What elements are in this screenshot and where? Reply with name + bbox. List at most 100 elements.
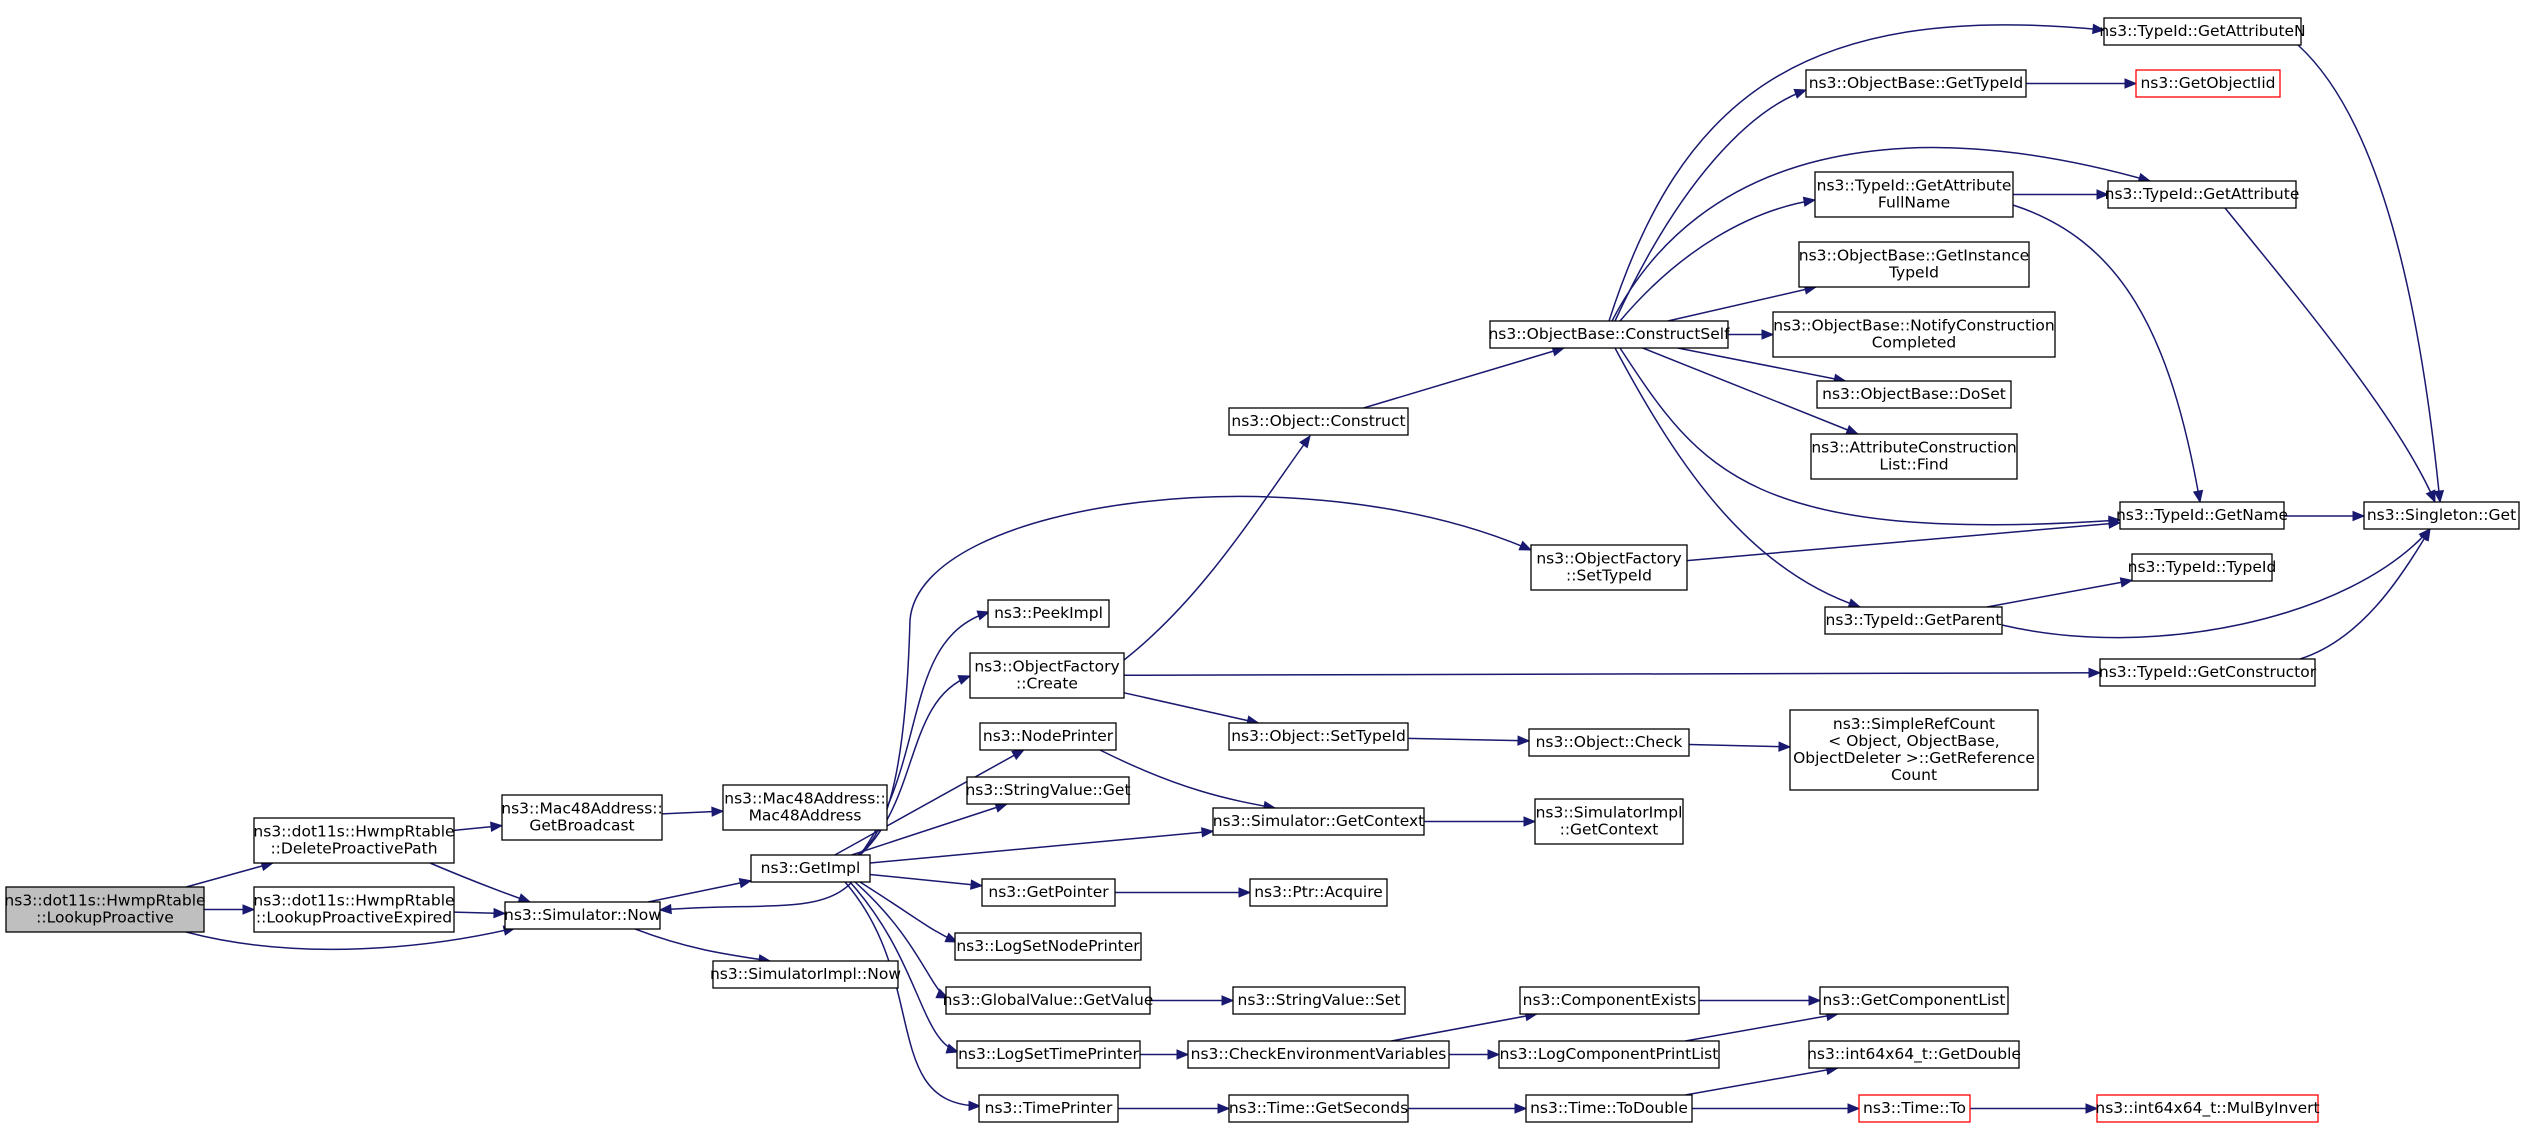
- node-label-line: ns3::Mac48Address::: [724, 790, 886, 808]
- edge-arrowhead: [1761, 329, 1775, 340]
- node-i64getdouble[interactable]: ns3::int64x64_t::GetDouble: [1807, 1040, 2021, 1069]
- node-label-line: ns3::int64x64_t::MulByInvert: [2095, 1099, 2319, 1118]
- node-label-line: FullName: [1878, 194, 1950, 212]
- node-label-line: ns3::GetComponentList: [1823, 991, 2006, 1009]
- node-obdoset[interactable]: ns3::ObjectBase::DoSet: [1816, 380, 2012, 409]
- node-label-line: ns3::LogSetTimePrinter: [958, 1045, 1139, 1063]
- node-box: [1824, 606, 2003, 635]
- node-label-line: ns3::int64x64_t::GetDouble: [1807, 1045, 2021, 1064]
- node-box: [1810, 433, 2018, 480]
- node-label-line: ns3::NodePrinter: [983, 727, 1114, 745]
- edge-line: [2001, 528, 2431, 639]
- edge-arrowhead: [2096, 189, 2110, 200]
- node-tidgetparent[interactable]: ns3::TypeId::GetParent: [1824, 606, 2003, 635]
- edge-arrowhead: [658, 903, 672, 915]
- edge-getimpl-to-timeprinter: [844, 881, 982, 1112]
- node-i64mulinv[interactable]: ns3::int64x64_t::MulByInvert: [2095, 1094, 2320, 1123]
- node-obcconstruct[interactable]: ns3::ObjectBase::ConstructSelf: [1488, 320, 1730, 349]
- node-label-line: ns3::TypeId::GetAttribute: [2105, 185, 2300, 203]
- node-simimplctx[interactable]: ns3::SimulatorImpl::GetContext: [1534, 798, 1684, 845]
- node-label-line: ns3::TypeId::GetConstructor: [2099, 663, 2317, 681]
- node-objcheck[interactable]: ns3::Object::Check: [1528, 728, 1690, 757]
- edge-objsettypeid-to-objcheck: [1407, 735, 1531, 746]
- edge-line: [185, 862, 274, 888]
- node-peekimpl[interactable]: ns3::PeekImpl: [987, 599, 1110, 628]
- edge-getimpl-to-simgetctx: [869, 827, 1215, 864]
- node-label-line: ns3::PeekImpl: [994, 604, 1103, 622]
- node-objsettypeid[interactable]: ns3::Object::SetTypeId: [1228, 722, 1409, 751]
- node-svset[interactable]: ns3::StringValue::Set: [1232, 986, 1406, 1015]
- node-tidgetattrn[interactable]: ns3::TypeId::GetAttributeN: [2099, 17, 2306, 46]
- node-timeprinter[interactable]: ns3::TimePrinter: [978, 1094, 1119, 1123]
- node-label-line: ns3::ObjectFactory: [1536, 550, 1681, 568]
- node-simimplnow[interactable]: ns3::SimulatorImpl::Now: [710, 960, 901, 989]
- node-obnotify[interactable]: ns3::ObjectBase::NotifyConstructionCompl…: [1772, 311, 2056, 358]
- node-box: [2131, 553, 2273, 582]
- node-timeto[interactable]: ns3::Time::To: [1858, 1094, 1971, 1123]
- node-label-line: ns3::TimePrinter: [985, 1099, 1113, 1117]
- node-checkenv[interactable]: ns3::CheckEnvironmentVariables: [1187, 1040, 1450, 1069]
- node-getbc[interactable]: ns3::Mac48Address::GetBroadcast: [501, 794, 663, 841]
- node-getimpl[interactable]: ns3::GetImpl: [750, 854, 871, 883]
- node-box: [978, 1094, 1119, 1123]
- node-gvgetvalue[interactable]: ns3::GlobalValue::GetValue: [943, 986, 1154, 1015]
- node-logsetnode[interactable]: ns3::LogSetNodePrinter: [954, 932, 1142, 961]
- node-compexists[interactable]: ns3::ComponentExists: [1519, 986, 1700, 1015]
- node-label-line: ns3::ObjectBase::NotifyConstruction: [1773, 317, 2054, 335]
- node-singget[interactable]: ns3::Singleton::Get: [2363, 501, 2520, 530]
- edge-line: [1986, 579, 2133, 608]
- node-tidgetname[interactable]: ns3::TypeId::GetName: [2116, 501, 2288, 530]
- node-timetodouble[interactable]: ns3::Time::ToDouble: [1525, 1094, 1693, 1123]
- node-timegetsec[interactable]: ns3::Time::GetSeconds: [1228, 1094, 1409, 1123]
- edge-tidgetattr-to-singget: [2224, 207, 2436, 504]
- node-logsettime[interactable]: ns3::LogSetTimePrinter: [956, 1040, 1141, 1069]
- node-label-line: ns3::StringValue::Get: [965, 781, 1130, 799]
- edge-arrowhead: [976, 610, 991, 621]
- node-ptracquire[interactable]: ns3::Ptr::Acquire: [1249, 878, 1388, 907]
- node-getobjiid[interactable]: ns3::GetObjectIid: [2135, 69, 2281, 98]
- node-label-line: ns3::Object::Check: [1536, 733, 1683, 751]
- node-nodeprinter[interactable]: ns3::NodePrinter: [979, 722, 1117, 751]
- edge-arrowhead: [2419, 527, 2431, 542]
- edge-arrowhead: [2119, 577, 2134, 588]
- node-root[interactable]: ns3::dot11s::HwmpRtable::LookupProactive: [4, 886, 206, 933]
- node-obgettypeid[interactable]: ns3::ObjectBase::GetTypeId: [1805, 69, 2027, 98]
- node-box: [1498, 1040, 1720, 1069]
- node-label-line: ns3::SimulatorImpl: [1536, 804, 1683, 822]
- node-ofcreate[interactable]: ns3::ObjectFactory::Create: [969, 652, 1125, 699]
- node-tidgetattr[interactable]: ns3::TypeId::GetAttribute: [2105, 180, 2300, 209]
- edge-objconstruct-to-obcconstruct: [1363, 346, 1566, 409]
- node-simnow[interactable]: ns3::Simulator::Now: [504, 901, 661, 930]
- node-objconstruct[interactable]: ns3::Object::Construct: [1228, 407, 1409, 436]
- node-srcgetref[interactable]: ns3::SimpleRefCount< Object, ObjectBase,…: [1789, 709, 2039, 791]
- edge-tidgetparent-to-singget: [2001, 528, 2431, 639]
- node-delpro[interactable]: ns3::dot11s::HwmpRtable::DeleteProactive…: [253, 817, 455, 864]
- node-mac48[interactable]: ns3::Mac48Address::Mac48Address: [722, 784, 888, 831]
- edge-timetodouble-to-timeto: [1692, 1103, 1861, 1114]
- node-simgetctx[interactable]: ns3::Simulator::GetContext: [1212, 807, 1425, 836]
- edge-line: [851, 803, 1008, 856]
- node-label-line: ns3::SimpleRefCount: [1833, 715, 1995, 733]
- edge-obcconstruct-to-tidgetattrn: [1608, 23, 2106, 322]
- node-lookexp[interactable]: ns3::dot11s::HwmpRtable::LookupProactive…: [253, 886, 455, 933]
- edge-arrowhead: [1176, 1049, 1190, 1060]
- edge-gvgetvalue-to-svset: [1150, 995, 1235, 1006]
- node-label-line: ns3::TypeId::GetName: [2116, 506, 2288, 524]
- edge-logcomplist-to-getcomplist: [1685, 1010, 1840, 1042]
- edge-line: [1608, 24, 2105, 322]
- node-ofsettypeid[interactable]: ns3::ObjectFactory::SetTypeId: [1530, 544, 1688, 591]
- node-getcomplist[interactable]: ns3::GetComponentList: [1819, 986, 2009, 1015]
- edge-checkenv-to-logcomplist: [1449, 1049, 1501, 1060]
- node-tidgetctor[interactable]: ns3::TypeId::GetConstructor: [2099, 658, 2317, 687]
- edge-arrowhead: [1514, 1103, 1528, 1114]
- node-logcomplist[interactable]: ns3::LogComponentPrintList: [1498, 1040, 1720, 1069]
- node-svget[interactable]: ns3::StringValue::Get: [965, 776, 1131, 805]
- node-box: [969, 652, 1125, 699]
- edge-arrowhead: [493, 907, 507, 919]
- node-getpointer[interactable]: ns3::GetPointer: [981, 878, 1116, 907]
- node-tidtypeid[interactable]: ns3::TypeId::TypeId: [2128, 553, 2277, 582]
- edge-obcconstruct-to-obnotify: [1728, 329, 1775, 340]
